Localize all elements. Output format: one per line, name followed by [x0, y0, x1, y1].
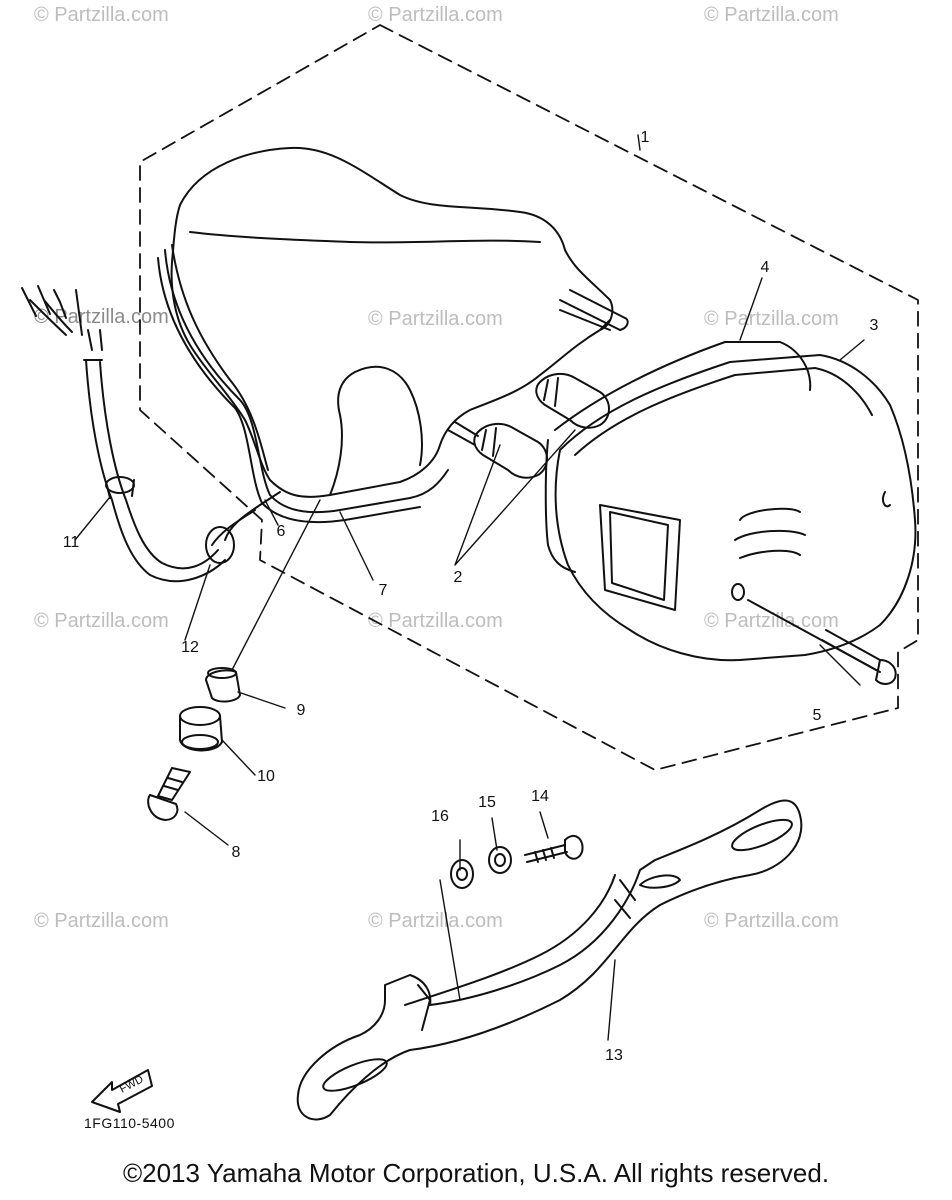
watermark: © Partzilla.com [704, 308, 839, 330]
damper-grommet [179, 706, 223, 752]
watermark: © Partzilla.com [368, 610, 503, 632]
callout-7[interactable]: 7 [378, 582, 388, 599]
watermark: © Partzilla.com [34, 4, 169, 26]
watermark: © Partzilla.com [368, 4, 503, 26]
callout-12[interactable]: 12 [181, 639, 199, 656]
diagram-code: 1FG110-5400 [84, 1115, 175, 1131]
callout-2[interactable]: 2 [453, 569, 463, 586]
license-bracket [296, 799, 803, 1121]
lens-screw [747, 599, 897, 685]
forward-arrow-icon [91, 1069, 153, 1113]
mounting-collar [205, 667, 241, 703]
bulb-upper [535, 372, 610, 429]
watermark: © Partzilla.com [34, 610, 169, 632]
watermark: © Partzilla.com [704, 610, 839, 632]
callout-9[interactable]: 9 [296, 702, 306, 719]
taillight-lens [554, 354, 917, 662]
taillight-base-housing [157, 146, 629, 524]
callout-1[interactable]: 1 [640, 129, 650, 146]
callout-10[interactable]: 10 [257, 768, 275, 785]
watermark: © Partzilla.com [368, 308, 503, 330]
watermark: © Partzilla.com [34, 910, 169, 932]
callout-6[interactable]: 6 [276, 523, 286, 540]
callout-11[interactable]: 11 [62, 534, 80, 551]
callout-13[interactable]: 13 [605, 1047, 623, 1064]
lens-gasket [554, 341, 812, 431]
watermark: © Partzilla.com [704, 910, 839, 932]
callout-3[interactable]: 3 [869, 317, 879, 334]
assembly-boundary-dashed [139, 24, 919, 771]
watermark: © Partzilla.com [704, 4, 839, 26]
mounting-bolt [147, 767, 191, 821]
callout-14[interactable]: 14 [531, 788, 549, 805]
leader-lines [74, 134, 865, 1041]
callout-8[interactable]: 8 [231, 844, 241, 861]
bulb-lower [473, 422, 548, 479]
copyright-notice: ©2013 Yamaha Motor Corporation, U.S.A. A… [122, 1158, 830, 1188]
callout-4[interactable]: 4 [760, 259, 770, 276]
wire-harness [21, 285, 281, 583]
spring-washer [488, 846, 512, 874]
watermark: © Partzilla.com [34, 306, 169, 328]
callout-15[interactable]: 15 [478, 794, 496, 811]
callout-5[interactable]: 5 [812, 707, 822, 724]
watermark: © Partzilla.com [368, 910, 503, 932]
plain-washer [450, 859, 474, 889]
bracket-bolt [524, 834, 584, 863]
callout-16[interactable]: 16 [431, 808, 449, 825]
